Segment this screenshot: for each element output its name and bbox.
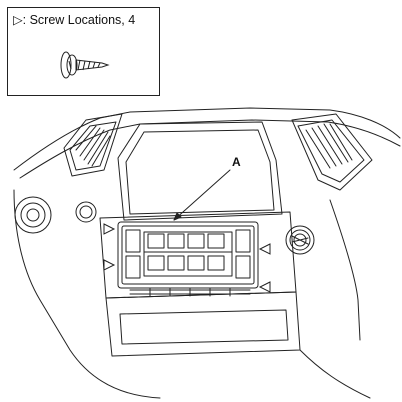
dashboard-top-edge-inner [19,119,401,179]
left-panel-knob [75,201,97,223]
left-air-vent [63,113,123,177]
right-panel-badge [285,225,315,255]
lower-console [105,291,301,357]
right-air-vent [291,113,373,191]
screw-legend: ▷: Screw Locations, 4 [7,7,160,96]
center-display-bezel [117,121,283,221]
lower-console-pocket [119,309,289,345]
right-side-panel-edge [329,199,361,341]
legend-line: ▷: Screw Locations, 4 [13,12,135,27]
callout-a-leader [173,169,231,221]
legend-label: : Screw Locations, 4 [22,13,136,27]
center-display-inner [125,129,275,215]
dashboard-top-edge [13,107,401,171]
callout-a-arrowhead [173,212,182,221]
screw-icon [60,51,110,79]
callout-a-label: A [232,155,241,169]
lower-vent-slots [129,287,251,297]
screw-location-marker-1 [103,223,116,235]
screw-location-marker-4 [258,281,271,293]
heater-control-unit [117,221,259,289]
screw-location-triangle-icon: ▷ [13,13,23,27]
right-floor-edge [299,349,371,399]
screw-location-marker-2 [103,259,116,271]
screw-location-marker-3 [258,243,271,255]
hazard-switch [14,196,52,234]
left-side-panel-edge [13,189,161,399]
